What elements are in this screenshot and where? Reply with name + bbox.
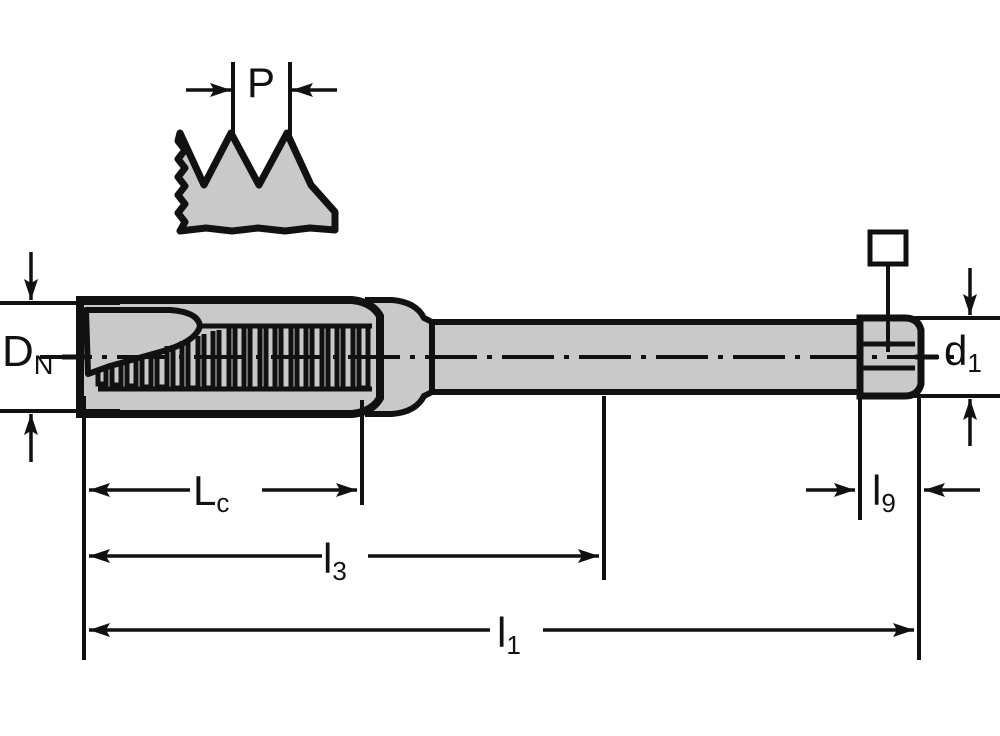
pitch-detail-view	[174, 62, 339, 235]
dimension-d1	[900, 268, 1000, 446]
square-symbol-callout	[867, 229, 909, 352]
dimension-label-DN: DN	[2, 327, 54, 380]
lead-chamfer	[83, 307, 203, 377]
tap-body-view	[40, 296, 960, 418]
dimension-label-d1: d1	[944, 327, 982, 379]
square-icon	[867, 229, 909, 267]
dimension-label-Lc: Lc	[193, 467, 230, 519]
dimension-label-l1: l1	[497, 609, 521, 661]
extension-lines	[82, 396, 921, 660]
dimension-label-l3: l3	[323, 535, 347, 587]
dimension-label-l9: l9	[872, 467, 896, 519]
dimension-label-P: P	[247, 59, 276, 106]
dimension-DN	[0, 252, 120, 462]
thread-profile-shape	[174, 129, 339, 235]
